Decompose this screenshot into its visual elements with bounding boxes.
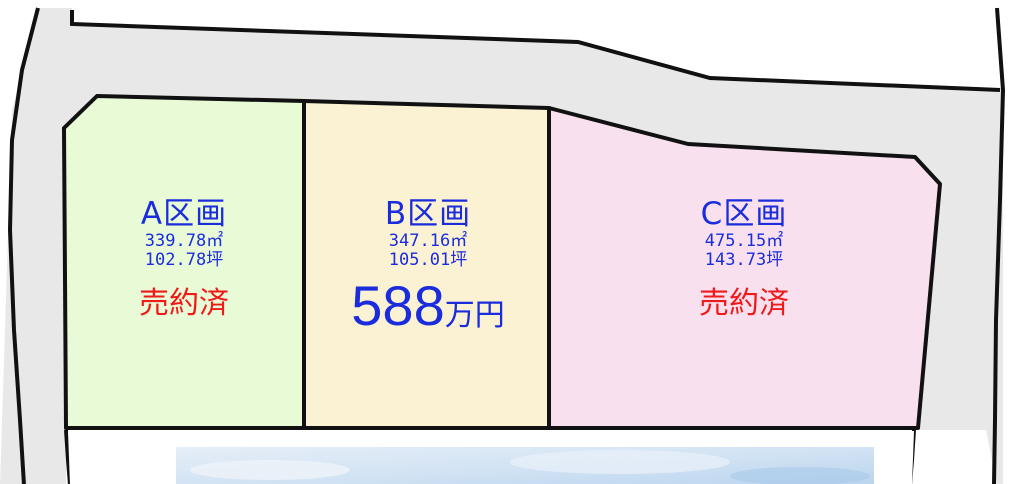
cloud-shape — [730, 467, 870, 484]
lot-b-price: 588万円 — [316, 276, 540, 350]
lot-a-area-m2: 339.78㎡ — [144, 231, 224, 251]
lot-c-label: C区画 475.15㎡ 143.73坪 売約済 — [664, 196, 824, 324]
road-edge-right — [992, 7, 1006, 484]
lot-a-status: 売約済 — [139, 286, 229, 321]
lot-a-name: A区画 — [140, 196, 228, 232]
lot-b-name: B区画 — [384, 196, 472, 232]
lot-c-shape — [547, 106, 942, 430]
lot-b-price-number: 588 — [351, 274, 445, 337]
road-edge-top — [70, 10, 1001, 92]
lot-a-label: A区画 339.78㎡ 102.78坪 売約済 — [104, 196, 264, 324]
lot-c-status: 売約済 — [699, 286, 789, 321]
road-edge-left — [7, 7, 40, 484]
lot-b-price-unit: 万円 — [444, 298, 505, 333]
lot-b-area-tsubo: 105.01坪 — [388, 250, 468, 270]
lot-c-area-m2: 475.15㎡ — [704, 231, 784, 251]
lot-c-name: C区画 — [700, 196, 788, 232]
lot-b-label: B区画 347.16㎡ 105.01坪 588万円 — [316, 196, 540, 350]
lot-a-shape — [62, 94, 306, 430]
cloud-shape — [190, 460, 350, 480]
cloud-shape — [510, 450, 730, 474]
lot-frontage-left — [64, 429, 72, 484]
lot-c-area-tsubo: 143.73坪 — [704, 250, 784, 270]
lot-b-area-m2: 347.16㎡ — [388, 231, 468, 251]
lot-a-area-tsubo: 102.78坪 — [144, 250, 224, 270]
